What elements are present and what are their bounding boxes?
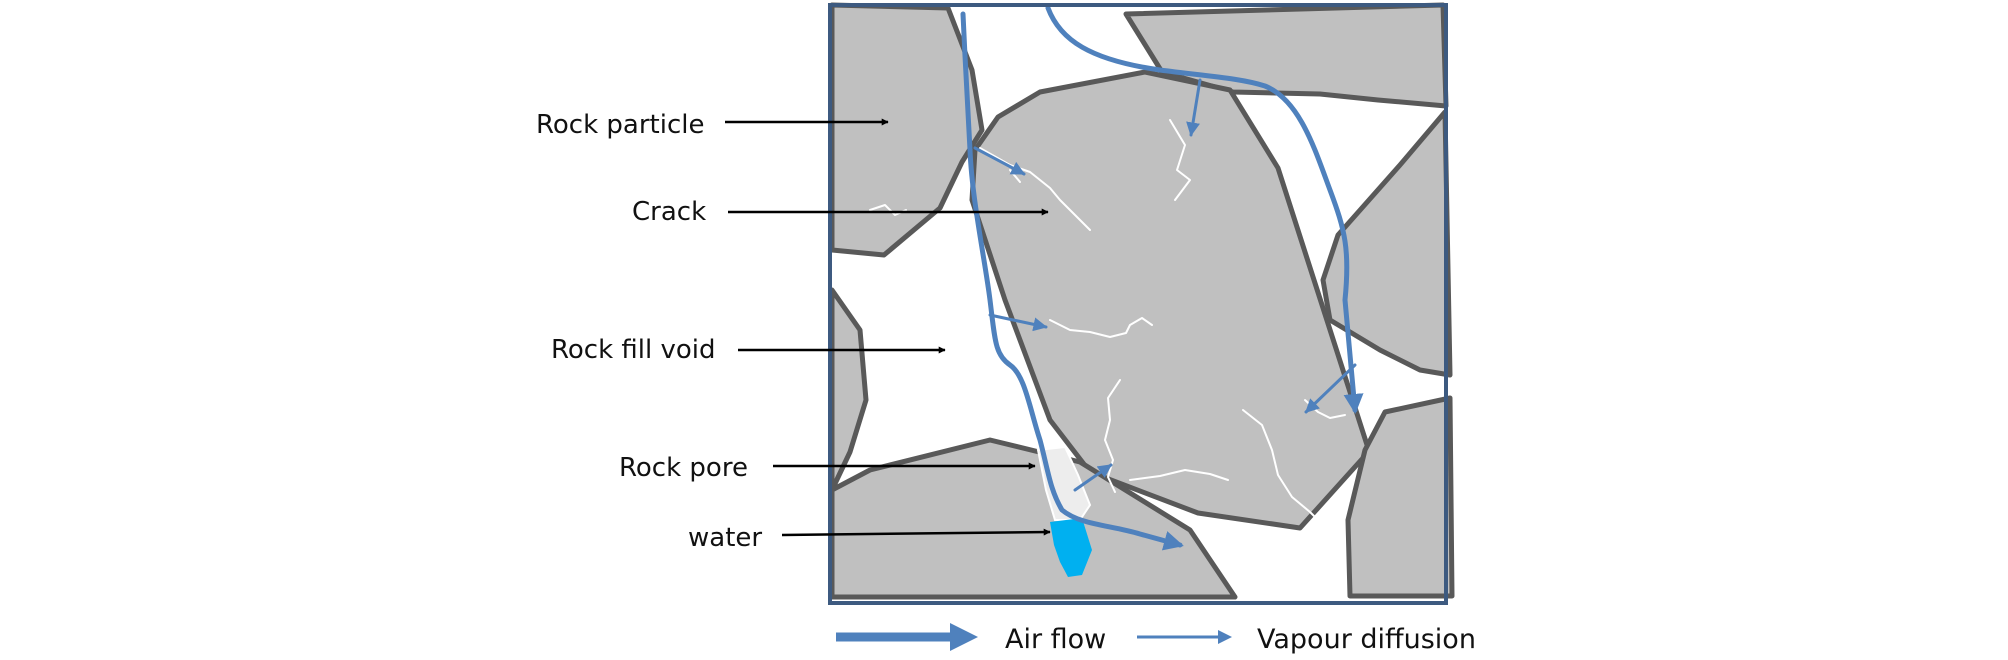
air-flow-legend-arrowhead: [950, 623, 978, 651]
vapour-diffusion-arrow: [1304, 363, 1357, 414]
water-label: water: [688, 523, 762, 553]
legend: Air flow Vapour diffusion: [836, 623, 1476, 655]
rock-particle-top-right: [1123, 2, 1449, 109]
vapour-diffusion-arrow: [988, 313, 1048, 332]
rock-particle-top-left: [829, 2, 985, 258]
air-flow-path-left: [960, 11, 1184, 551]
water-droplet: [1050, 518, 1092, 577]
water-leader-arrow: [781, 528, 1051, 537]
cracks: [869, 119, 1346, 521]
rock-particle-bottom-right: [1345, 395, 1455, 599]
vapour-diffusion-arrow: [973, 146, 1026, 176]
rock-particle-right-middle: [1320, 109, 1453, 378]
rock-particle-central: [969, 69, 1371, 531]
vapour-diffusion-arrows: [973, 78, 1357, 492]
crack-line: [1169, 119, 1191, 201]
crack-line: [1129, 469, 1229, 481]
crack-label: Crack: [632, 197, 706, 227]
rock-particle-label: Rock particle: [536, 110, 704, 140]
crack-line: [1242, 409, 1319, 521]
rock-pore: [1036, 445, 1092, 521]
rock-particles: [829, 2, 1455, 600]
air-flow-paths: [960, 5, 1364, 551]
air-flow-path-right: [1045, 5, 1364, 414]
label-leader-arrows: [725, 118, 1051, 537]
vapour-diffusion-legend-label: Vapour diffusion: [1257, 624, 1476, 655]
vapour-diffusion-arrow: [1186, 78, 1202, 137]
crack-line: [1049, 317, 1153, 338]
vapour-diffusion-legend-arrowhead: [1218, 630, 1232, 644]
rock-fill-void-label: Rock fill void: [551, 335, 716, 365]
rock-pore-label: Rock pore: [619, 453, 748, 483]
air-flow-legend-label: Air flow: [1005, 624, 1106, 655]
sample-frame-border: [828, 3, 1448, 605]
vapour-diffusion-arrow: [1073, 463, 1113, 492]
